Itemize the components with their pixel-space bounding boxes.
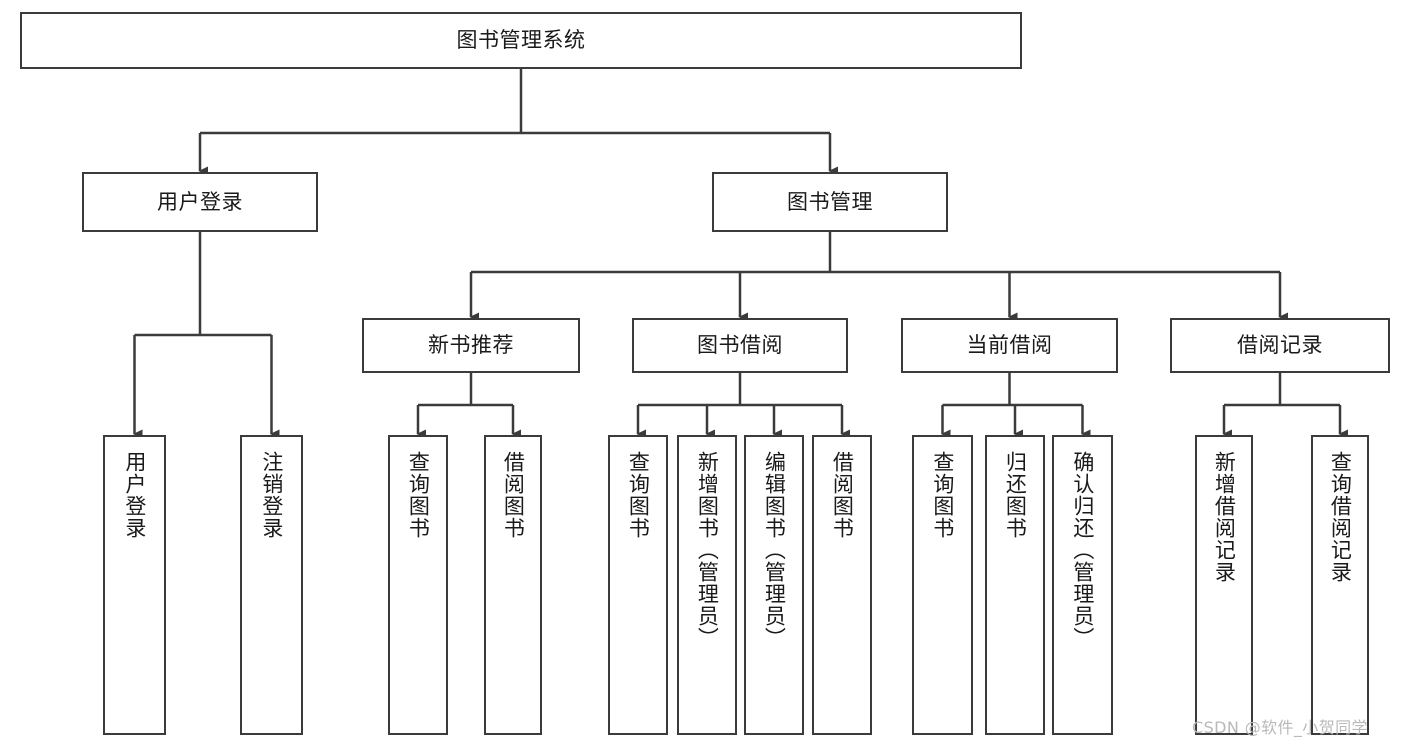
node-leaf-add-book-admin[interactable]: 新增图书（管理员） [677, 435, 737, 735]
node-label-leaf-logout: 注销登录 [259, 451, 284, 539]
node-label-leaf-confirm-return-admin: 确认归还（管理员） [1070, 451, 1095, 649]
node-book-borrow[interactable]: 图书借阅 [632, 318, 848, 373]
node-label-leaf-query-borrow-record: 查询借阅记录 [1328, 451, 1353, 583]
node-leaf-query-borrow-record[interactable]: 查询借阅记录 [1311, 435, 1369, 735]
node-leaf-logout[interactable]: 注销登录 [240, 435, 303, 735]
node-leaf-borrow-book-2[interactable]: 借阅图书 [812, 435, 872, 735]
node-label-leaf-query-book-2: 查询图书 [626, 451, 651, 539]
node-label-new-book-recommend: 新书推荐 [428, 333, 514, 357]
node-user-login[interactable]: 用户登录 [82, 172, 318, 232]
node-label-current-borrow: 当前借阅 [966, 333, 1053, 357]
node-label-user-login: 用户登录 [157, 189, 243, 214]
node-label-borrow-record: 借阅记录 [1237, 333, 1323, 357]
node-current-borrow[interactable]: 当前借阅 [901, 318, 1118, 373]
node-leaf-return-book[interactable]: 归还图书 [985, 435, 1045, 735]
node-leaf-query-book-3[interactable]: 查询图书 [912, 435, 973, 735]
node-leaf-user-login[interactable]: 用户登录 [103, 435, 166, 735]
node-label-book-manage: 图书管理 [787, 189, 873, 214]
node-label-leaf-add-book-admin: 新增图书（管理员） [695, 451, 720, 649]
node-label-leaf-borrow-book-1: 借阅图书 [501, 451, 526, 539]
node-label-leaf-edit-book-admin: 编辑图书（管理员） [762, 451, 787, 649]
node-label-book-borrow: 图书借阅 [697, 333, 783, 357]
node-book-manage[interactable]: 图书管理 [712, 172, 948, 232]
node-leaf-add-borrow-record[interactable]: 新增借阅记录 [1195, 435, 1253, 735]
node-label-root: 图书管理系统 [456, 28, 586, 52]
node-new-book-recommend[interactable]: 新书推荐 [362, 318, 580, 373]
node-leaf-edit-book-admin[interactable]: 编辑图书（管理员） [744, 435, 804, 735]
node-label-leaf-user-login: 用户登录 [122, 451, 147, 539]
node-label-leaf-return-book: 归还图书 [1003, 451, 1028, 539]
node-root[interactable]: 图书管理系统 [20, 12, 1022, 69]
node-leaf-query-book-1[interactable]: 查询图书 [388, 435, 448, 735]
node-label-leaf-query-book-3: 查询图书 [930, 451, 955, 539]
node-leaf-confirm-return-admin[interactable]: 确认归还（管理员） [1052, 435, 1113, 735]
node-borrow-record[interactable]: 借阅记录 [1170, 318, 1390, 373]
node-label-leaf-add-borrow-record: 新增借阅记录 [1212, 451, 1237, 583]
node-leaf-query-book-2[interactable]: 查询图书 [608, 435, 668, 735]
watermark-text: CSDN @软件_小贺同学 [1192, 718, 1368, 737]
node-label-leaf-borrow-book-2: 借阅图书 [830, 451, 855, 539]
node-leaf-borrow-book-1[interactable]: 借阅图书 [484, 435, 542, 735]
node-label-leaf-query-book-1: 查询图书 [406, 451, 431, 539]
